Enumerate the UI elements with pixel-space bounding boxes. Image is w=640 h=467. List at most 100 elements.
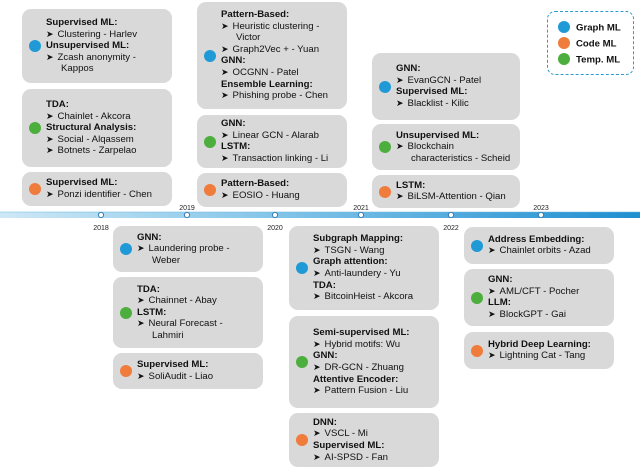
timeline-year-2021: 2021 bbox=[353, 205, 369, 212]
temp-ml-dot-icon bbox=[120, 306, 132, 319]
paper-entry: BlockGPT - Gai bbox=[488, 309, 579, 321]
method-heading: Supervised ML: bbox=[313, 439, 385, 451]
paper-entry: BiLSM-Attention - Qian bbox=[396, 191, 506, 203]
method-heading: Pattern-Based: bbox=[221, 9, 290, 21]
method-heading: LLM: bbox=[488, 297, 511, 309]
paper-entry: characteristics - Scheid bbox=[411, 152, 511, 164]
method-heading: GNN: bbox=[396, 63, 421, 75]
box-2021-temporal: Semi-supervised ML:Hybrid motifs: WuGNN:… bbox=[289, 316, 439, 408]
graph-ml-dot-icon bbox=[558, 21, 570, 33]
paper-entry: OCGNN - Patel bbox=[221, 67, 328, 79]
method-heading: GNN: bbox=[488, 274, 513, 286]
timeline-year-2018: 2018 bbox=[93, 225, 109, 232]
paper-entry: Neural Forecast - bbox=[137, 318, 223, 330]
method-heading: Attentive Encoder: bbox=[313, 373, 399, 385]
paper-entry: Victor bbox=[236, 32, 261, 44]
method-heading: LSTM: bbox=[137, 306, 167, 318]
temp-ml-dot-icon bbox=[204, 135, 216, 148]
method-heading: Subgraph Mapping: bbox=[313, 233, 404, 245]
method-heading: Supervised ML: bbox=[46, 17, 118, 28]
code-ml-dot-icon bbox=[296, 434, 308, 446]
paper-entry: VSCL - Mi bbox=[313, 428, 388, 440]
graph-ml-dot-icon bbox=[204, 49, 216, 62]
method-heading: GNN: bbox=[313, 350, 338, 362]
method-heading: Graph attention: bbox=[313, 256, 388, 268]
paper-entry: DR-GCN - Zhuang bbox=[313, 362, 410, 374]
box-text: GNN:Linear GCN - AlarabLSTM:Transaction … bbox=[221, 118, 328, 164]
legend-item-graph-ml: Graph ML bbox=[558, 21, 621, 36]
paper-entry: Graph2Vec + - Yuan bbox=[221, 44, 328, 56]
timeline-bar bbox=[0, 212, 640, 218]
method-heading: LSTM: bbox=[221, 141, 251, 153]
paper-entry: EOSIO - Huang bbox=[221, 190, 300, 202]
paper-entry: Chainnet - Abay bbox=[137, 295, 223, 307]
paper-entry: Botnets - Zarpelao bbox=[46, 145, 137, 157]
temp-ml-dot-icon bbox=[558, 53, 570, 65]
box-text: Supervised ML:SoliAudit - Liao bbox=[137, 359, 213, 382]
paper-entry: TSGN - Wang bbox=[313, 245, 413, 257]
paper-entry: Heuristic clustering - bbox=[221, 21, 328, 33]
paper-entry: Weber bbox=[152, 254, 181, 266]
box-text: Pattern-Based:EOSIO - Huang bbox=[221, 178, 300, 201]
paper-entry: Blacklist - Kilic bbox=[396, 98, 481, 110]
code-ml-dot-icon bbox=[471, 344, 483, 357]
box-2018-graph: Supervised ML:Clustering - HarlevUnsuper… bbox=[22, 9, 172, 83]
temp-ml-dot-icon bbox=[471, 291, 483, 304]
box-2019-graph: GNN:Laundering probe -Weber bbox=[113, 226, 263, 272]
box-2020-temporal: GNN:Linear GCN - AlarabLSTM:Transaction … bbox=[197, 115, 347, 168]
paper-entry: AML/CFT - Pocher bbox=[488, 286, 580, 298]
paper-entry: SoliAudit - Liao bbox=[137, 371, 214, 383]
method-heading: DNN: bbox=[313, 416, 337, 428]
method-heading: Ensemble Learning: bbox=[221, 78, 313, 90]
code-ml-dot-icon bbox=[120, 365, 132, 377]
method-heading: Hybrid Deep Learning: bbox=[488, 338, 591, 350]
box-text: Address Embedding:Chainlet orbits - Azad bbox=[488, 234, 591, 257]
method-heading: Supervised ML: bbox=[396, 86, 468, 98]
paper-entry: Lightning Cat - Tang bbox=[488, 350, 591, 362]
timeline-year-2020: 2020 bbox=[267, 225, 283, 232]
graph-ml-dot-icon bbox=[379, 80, 391, 93]
legend-item-code-ml: Code ML bbox=[558, 37, 617, 52]
box-2020-graph: Pattern-Based:Heuristic clustering -Vict… bbox=[197, 2, 347, 109]
method-heading: TDA: bbox=[313, 279, 336, 291]
timeline-tick-2021 bbox=[357, 211, 365, 219]
paper-entry: Hybrid motifs: Wu bbox=[313, 339, 410, 351]
box-text: LSTM:BiLSM-Attention - Qian bbox=[396, 180, 506, 203]
timeline-tick-2018 bbox=[97, 211, 105, 219]
paper-entry: Pattern Fusion - Liu bbox=[313, 385, 410, 397]
legend-item-temp-ml: Temp. ML bbox=[558, 53, 620, 68]
method-heading: Supervised ML: bbox=[46, 177, 118, 189]
timeline-year-2019: 2019 bbox=[179, 205, 195, 212]
box-text: Pattern-Based:Heuristic clustering -Vict… bbox=[221, 9, 328, 102]
code-ml-dot-icon bbox=[29, 183, 41, 195]
graph-ml-dot-icon bbox=[471, 239, 483, 252]
box-2020-code: Pattern-Based:EOSIO - Huang bbox=[197, 173, 347, 207]
method-heading: GNN: bbox=[137, 231, 162, 243]
box-text: Unsupervised ML:Blockchaincharacteristic… bbox=[396, 130, 510, 165]
temp-ml-dot-icon bbox=[379, 141, 391, 153]
box-text: Supervised ML:Ponzi identifier - Chen bbox=[46, 177, 152, 200]
paper-entry: Laundering probe - bbox=[137, 243, 230, 255]
paper-entry: Lahmiri bbox=[152, 329, 184, 341]
legend: Graph ML Code ML Temp. ML bbox=[547, 11, 634, 75]
code-ml-dot-icon bbox=[204, 184, 216, 196]
paper-entry: Transaction linking - Li bbox=[221, 153, 329, 165]
graph-ml-dot-icon bbox=[120, 243, 132, 255]
temp-ml-dot-icon bbox=[296, 356, 308, 368]
paper-entry: Phishing probe - Chen bbox=[221, 90, 328, 102]
box-2022-code: LSTM:BiLSM-Attention - Qian bbox=[372, 175, 520, 208]
paper-entry: EvanGCN - Patel bbox=[396, 75, 482, 87]
paper-entry: Kappos bbox=[61, 63, 94, 75]
method-heading: TDA: bbox=[46, 99, 69, 110]
paper-entry: AI-SPSD - Fan bbox=[313, 452, 388, 464]
method-heading: Semi-supervised ML: bbox=[313, 327, 410, 339]
method-heading: GNN: bbox=[221, 118, 246, 130]
